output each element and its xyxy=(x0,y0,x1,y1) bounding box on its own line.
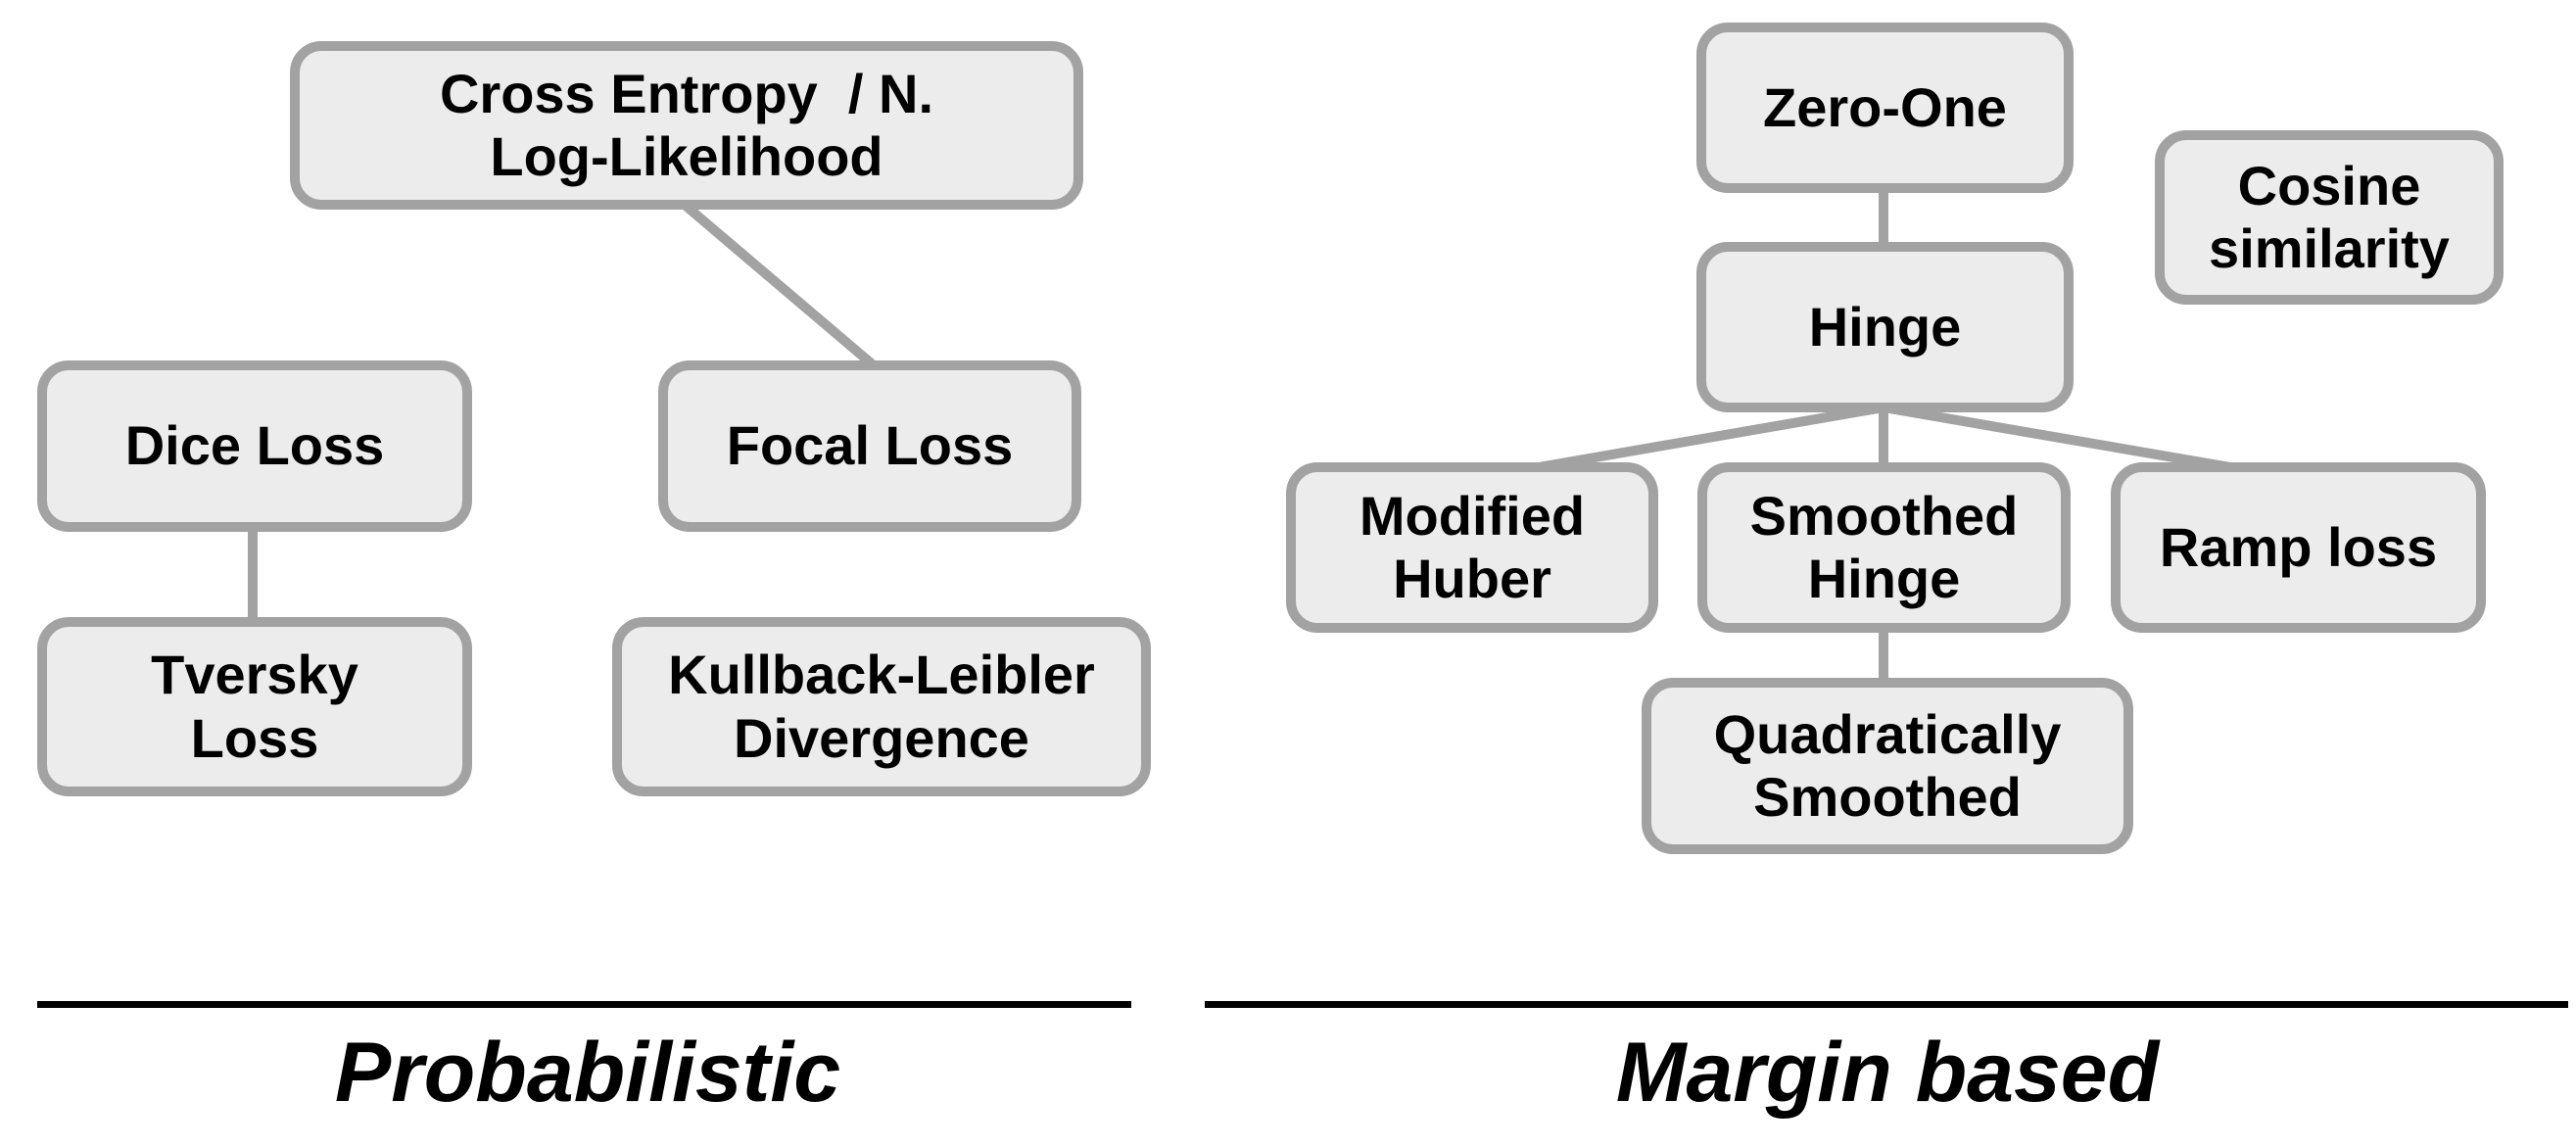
node-kullback-leibler-divergence: Kullback-Leibler Divergence xyxy=(612,617,1151,796)
node-smoothed-hinge: Smoothed Hinge xyxy=(1697,462,2071,633)
category-underline-probabilistic xyxy=(37,1001,1131,1008)
node-tversky-loss: Tversky Loss xyxy=(37,617,472,796)
node-quadratically-smoothed: Quadratically Smoothed xyxy=(1642,678,2133,854)
node-cosine-similarity: Cosine similarity xyxy=(2155,130,2504,305)
category-underline-margin-based xyxy=(1205,1001,2568,1008)
edge-cross-entropy-focal xyxy=(682,202,879,370)
edge-hinge-modified-huber xyxy=(1532,403,1884,473)
node-ramp-loss: Ramp loss xyxy=(2111,462,2486,633)
node-hinge: Hinge xyxy=(1696,242,2074,412)
node-modified-huber: Modified Huber xyxy=(1286,462,1658,633)
node-dice-loss: Dice Loss xyxy=(37,360,472,532)
category-label-probabilistic: Probabilistic xyxy=(334,1026,841,1120)
node-cross-entropy-log-likelihood: Cross Entropy / N. Log-Likelihood xyxy=(290,41,1083,210)
node-focal-loss: Focal Loss xyxy=(658,360,1081,532)
node-zero-one: Zero-One xyxy=(1696,23,2074,193)
category-label-margin-based: Margin based xyxy=(1615,1026,2160,1120)
edge-hinge-ramp xyxy=(1883,403,2237,473)
